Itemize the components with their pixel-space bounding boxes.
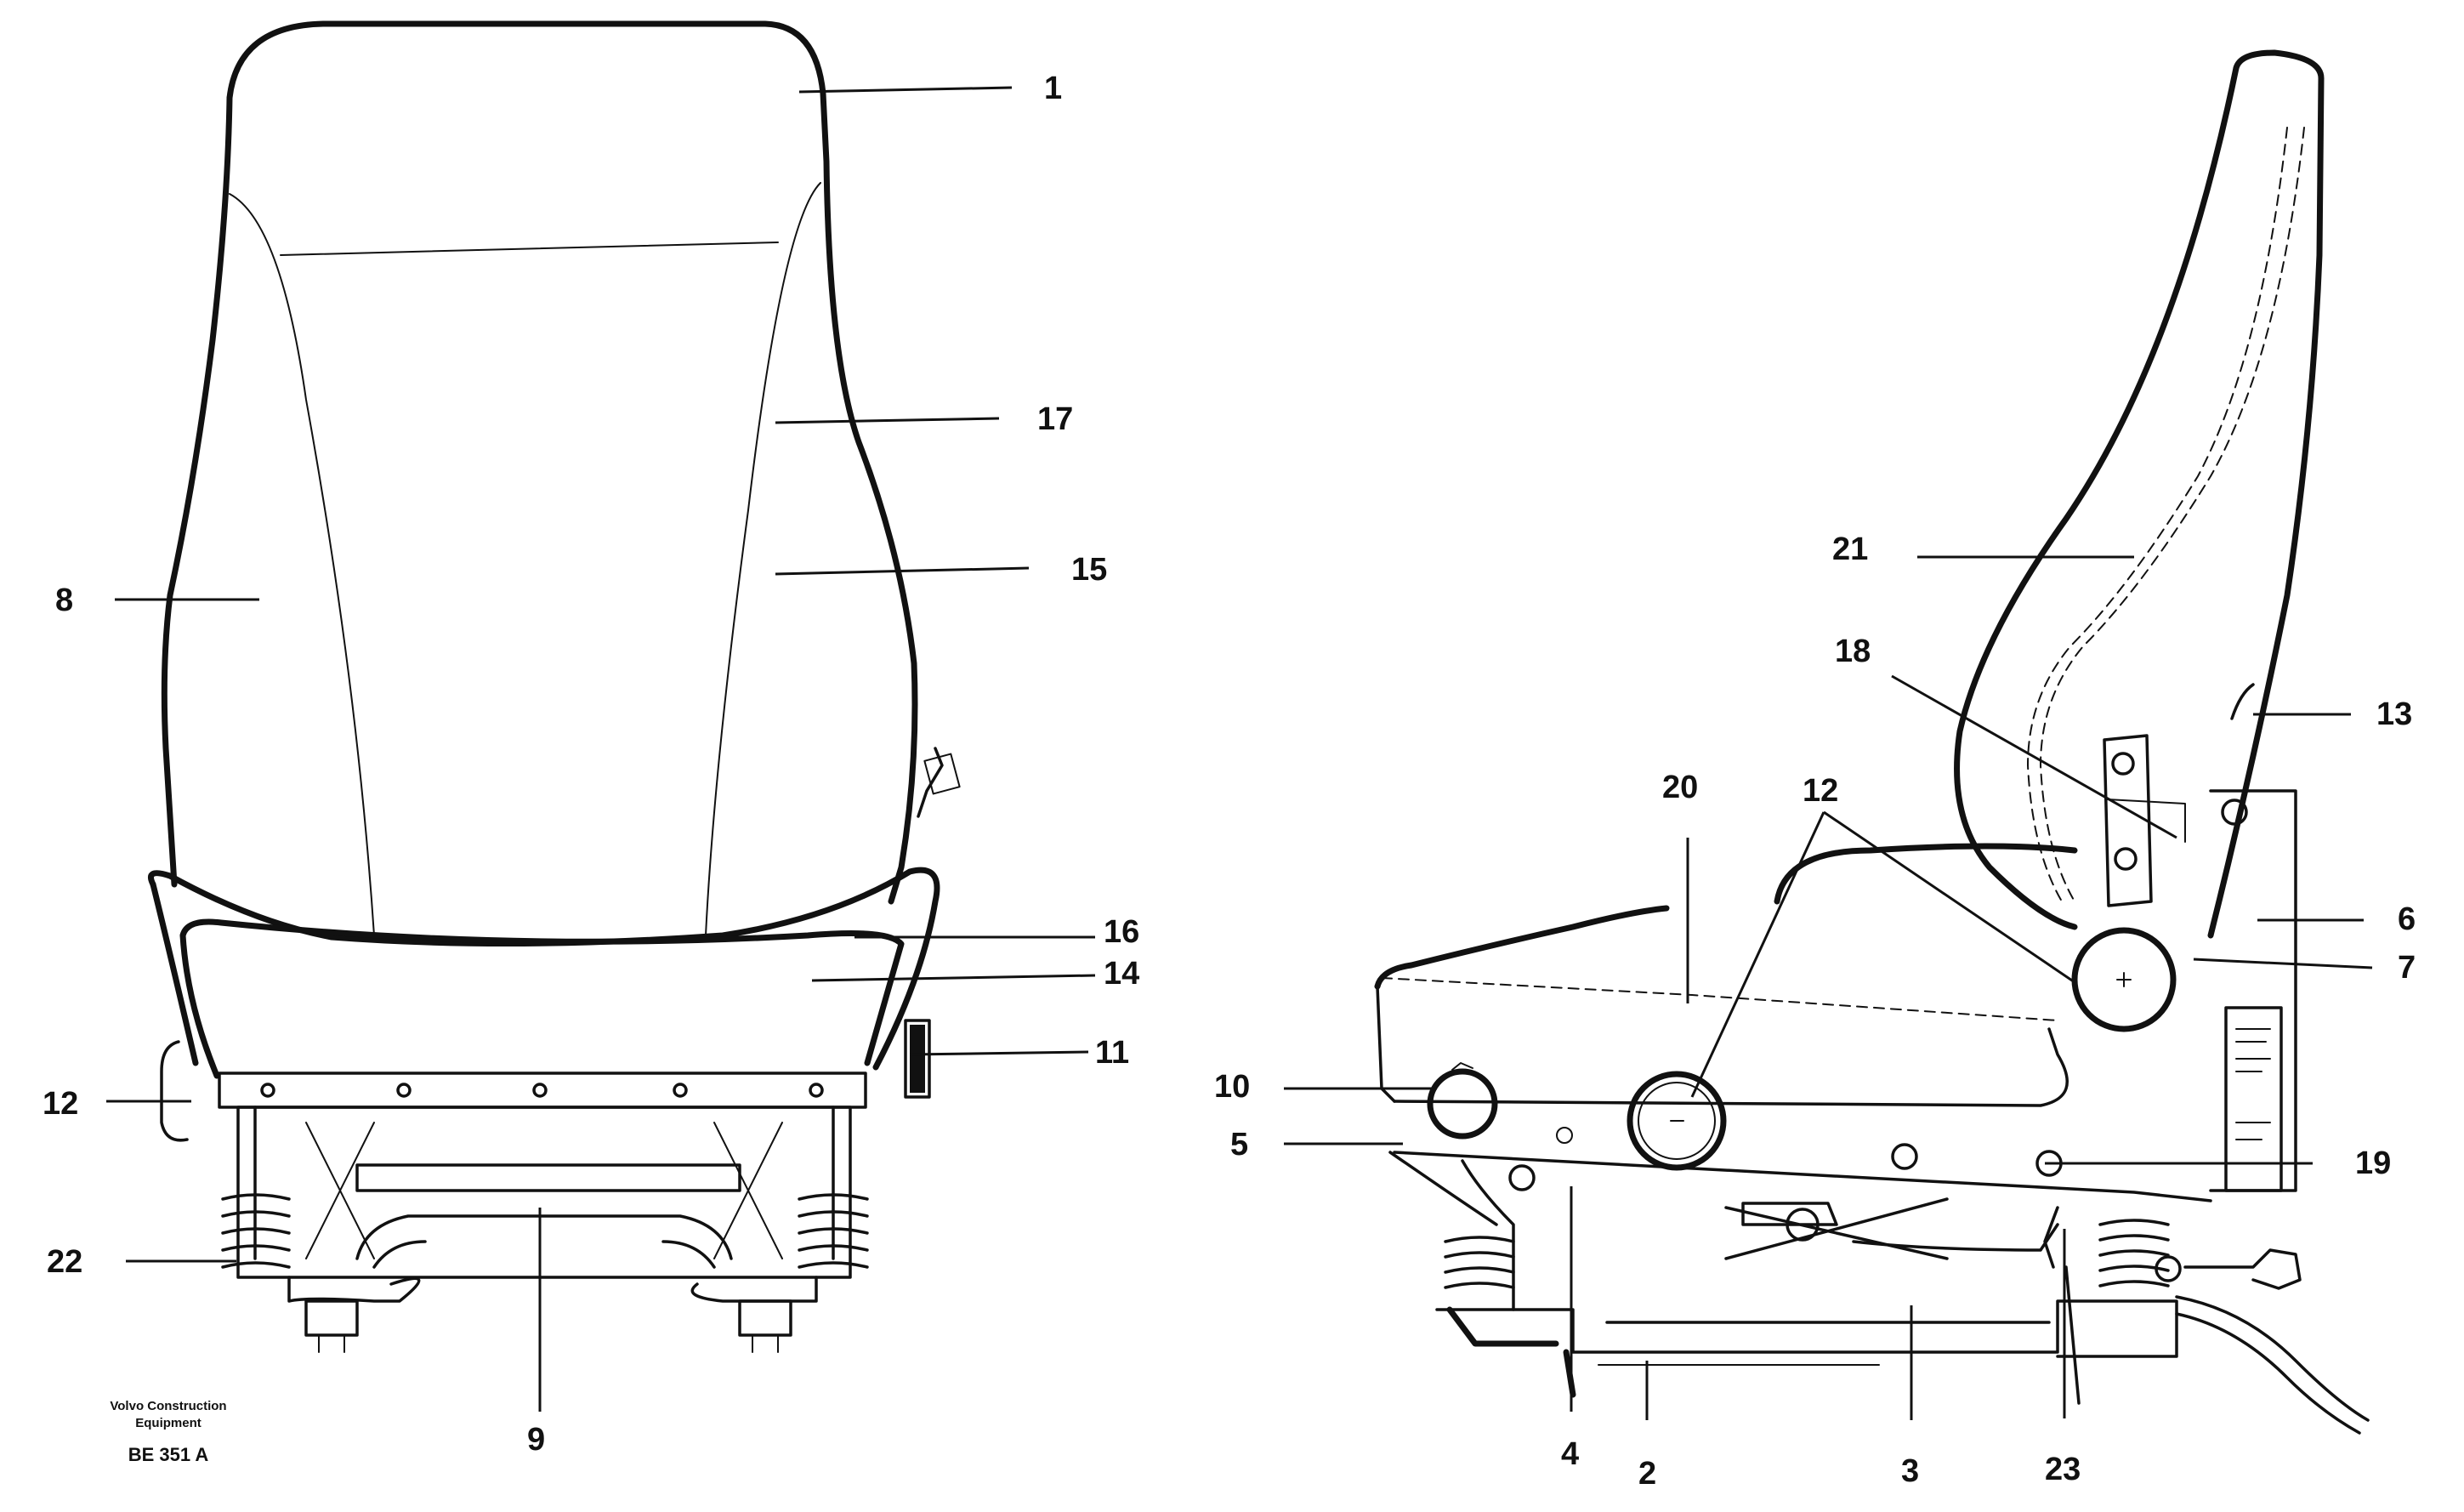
callout-1: 1 xyxy=(1044,71,1062,106)
callout-20: 20 xyxy=(1662,770,1698,805)
callout-15: 15 xyxy=(1071,552,1107,588)
side-view-leaders xyxy=(1284,555,2373,1420)
callout-22: 22 xyxy=(47,1244,82,1280)
callout-23: 23 xyxy=(2045,1452,2081,1487)
callout-18: 18 xyxy=(1835,634,1871,669)
callout-9: 9 xyxy=(527,1422,545,1458)
callout-19: 19 xyxy=(2355,1145,2391,1181)
callout-13: 13 xyxy=(2376,696,2412,732)
callout-11: 11 xyxy=(1095,1035,1129,1071)
callout-12-side: 12 xyxy=(1803,773,1838,809)
callout-3: 3 xyxy=(1901,1453,1919,1489)
front-view-leaders xyxy=(106,86,1096,1412)
callout-6: 6 xyxy=(2398,901,2416,937)
callout-2: 2 xyxy=(1638,1456,1656,1492)
callout-8: 8 xyxy=(55,583,73,618)
callout-4: 4 xyxy=(1561,1436,1579,1472)
side-view-seat xyxy=(1374,49,2370,1435)
drawing-footer: Volvo Construction Equipment BE 351 A xyxy=(110,1399,226,1465)
callout-21: 21 xyxy=(1832,531,1868,567)
callout-labels: 1 17 15 8 16 14 11 12 22 9 21 18 13 20 1… xyxy=(43,71,2416,1492)
callout-7: 7 xyxy=(2398,950,2416,986)
callout-16: 16 xyxy=(1104,914,1139,950)
callout-17: 17 xyxy=(1037,401,1073,437)
callout-12-front: 12 xyxy=(43,1086,78,1122)
front-view-seat xyxy=(148,20,961,1353)
company-name-line1: Volvo Construction xyxy=(110,1399,226,1413)
company-name-line2: Equipment xyxy=(135,1416,202,1430)
callout-14: 14 xyxy=(1104,956,1139,992)
drawing-code: BE 351 A xyxy=(128,1444,209,1465)
callout-5: 5 xyxy=(1230,1127,1248,1162)
callout-10: 10 xyxy=(1214,1069,1250,1105)
